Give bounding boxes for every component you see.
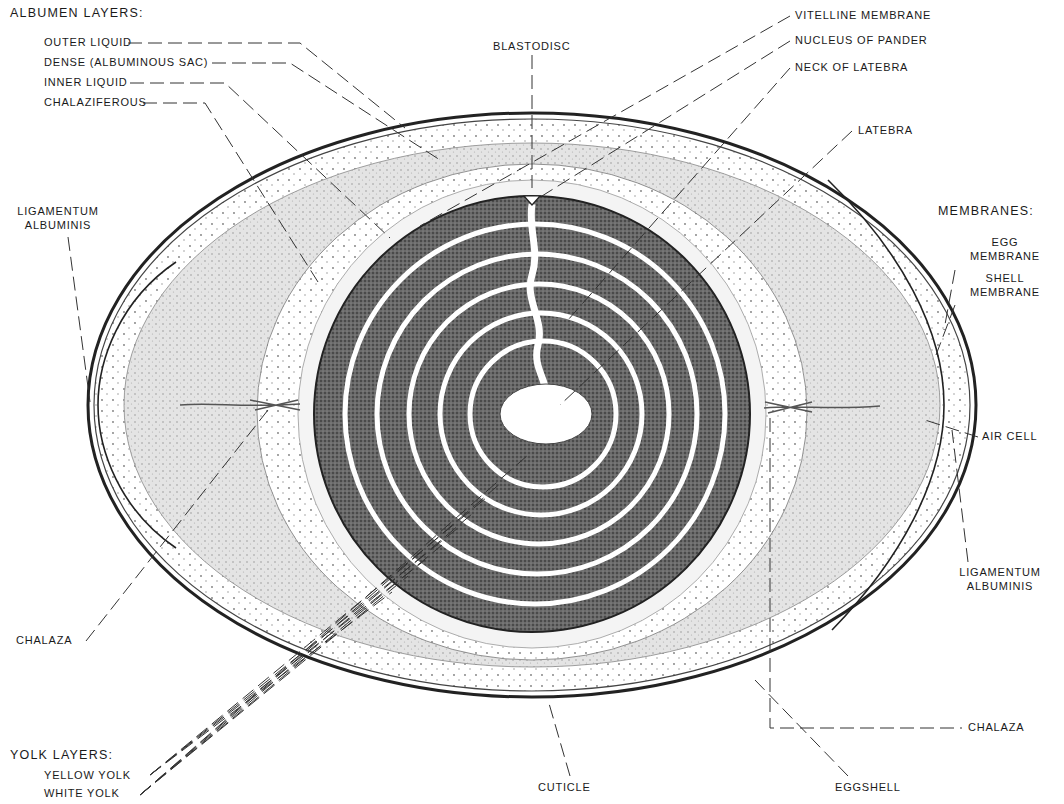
part-label: CHALAZIFEROUS: [44, 96, 147, 110]
part-label: CHALAZA: [968, 721, 1024, 735]
part-label: CUTICLE: [538, 781, 591, 795]
part-label: CHALAZA: [16, 634, 72, 648]
part-label: YELLOW YOLK: [44, 769, 131, 783]
part-label: AIR CELL: [982, 430, 1037, 444]
part-label: LIGAMENTUM ALBUMINIS: [950, 566, 1050, 594]
part-label: SHELL MEMBRANE: [960, 272, 1050, 300]
section-heading: MEMBRANES:: [938, 204, 1034, 220]
section-heading: YOLK LAYERS:: [10, 748, 113, 764]
part-label: NECK OF LATEBRA: [795, 61, 908, 75]
part-label: LATEBRA: [858, 124, 913, 138]
part-label: DENSE (ALBUMINOUS SAC): [44, 56, 208, 70]
part-label: INNER LIQUID: [44, 76, 128, 90]
part-label: NUCLEUS OF PANDER: [795, 34, 928, 48]
part-label: BLASTODISC: [493, 40, 571, 54]
section-heading: ALBUMEN LAYERS:: [10, 6, 144, 22]
part-label: OUTER LIQUID: [44, 36, 132, 50]
part-label: WHITE YOLK: [44, 787, 120, 801]
part-label: VITELLINE MEMBRANE: [795, 9, 931, 23]
part-label: LIGAMENTUM ALBUMINIS: [8, 205, 108, 233]
part-label: EGGSHELL: [835, 781, 901, 795]
part-label: EGG MEMBRANE: [960, 236, 1050, 264]
